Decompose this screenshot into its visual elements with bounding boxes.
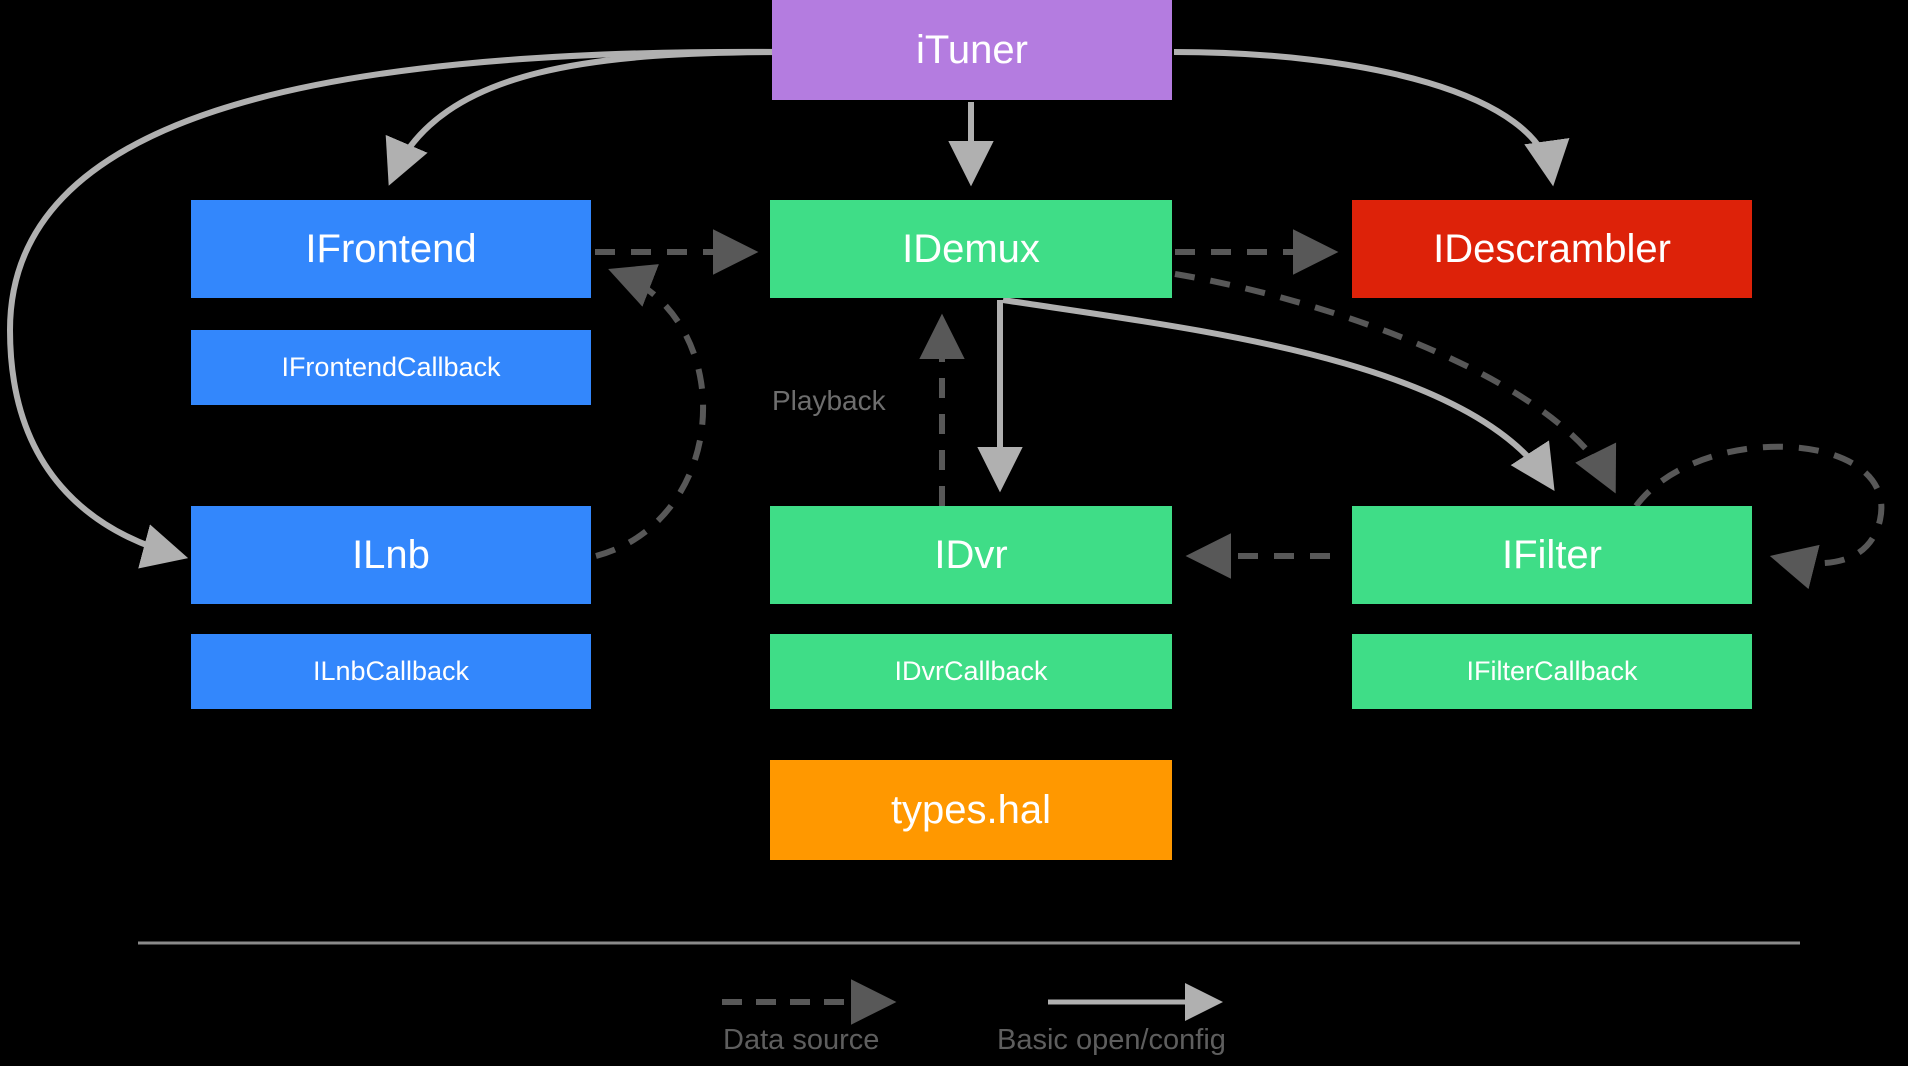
- edge-ituner-to-ifrontend: [385, 49, 791, 186]
- node-typeshal[interactable]: types.hal: [770, 760, 1172, 860]
- edge-ituner-to-idescrambler: [1173, 49, 1570, 187]
- node-label: iTuner: [916, 27, 1028, 72]
- node-label: ILnb: [352, 532, 430, 577]
- node-label: types.hal: [890, 787, 1052, 832]
- legend-label-data-source: Data source: [723, 1024, 880, 1056]
- node-label: IDvrCallback: [894, 656, 1048, 686]
- node-idvr[interactable]: IDvr: [770, 506, 1172, 604]
- legend-label-basic-open: Basic open/config: [997, 1024, 1226, 1056]
- node-label: IDvr: [934, 532, 1008, 577]
- node-label: IFilterCallback: [1466, 656, 1638, 686]
- node-label: IFrontendCallback: [281, 352, 501, 382]
- node-ilnb[interactable]: ILnb: [191, 506, 591, 604]
- node-label: IDemux: [902, 226, 1040, 271]
- node-ifilter[interactable]: IFilter: [1352, 506, 1752, 604]
- node-ifiltercallback[interactable]: IFilterCallback: [1352, 634, 1752, 709]
- edge-ituner-to-ilnb: [6, 48, 787, 569]
- node-ilnbcallback[interactable]: ILnbCallback: [191, 634, 591, 709]
- edge-ilnb-to-ifrontend: [595, 264, 706, 559]
- node-idescrambler[interactable]: IDescrambler: [1352, 200, 1752, 298]
- edge-idemux-to-ifilter: [1174, 271, 1617, 494]
- node-idvrcallback[interactable]: IDvrCallback: [770, 634, 1172, 709]
- edge-ifilter-self-loop: [1633, 443, 1885, 590]
- node-idemux[interactable]: IDemux: [770, 200, 1172, 298]
- node-label: IDescrambler: [1433, 226, 1671, 271]
- node-ituner[interactable]: iTuner: [772, 0, 1172, 100]
- node-ifrontend[interactable]: IFrontend: [191, 200, 591, 298]
- node-label: IFrontend: [305, 226, 477, 271]
- node-label: ILnbCallback: [312, 656, 470, 686]
- edge-label-playback: Playback: [772, 385, 886, 416]
- edge-idemux-to-ifilter: [1002, 297, 1555, 492]
- node-ifrontendcallback[interactable]: IFrontendCallback: [191, 330, 591, 405]
- node-label: IFilter: [1502, 532, 1602, 577]
